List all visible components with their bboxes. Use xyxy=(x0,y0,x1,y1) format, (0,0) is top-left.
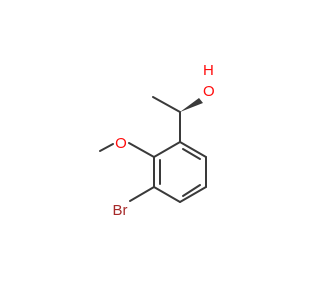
ring-bond-c1-c2 xyxy=(153,141,181,158)
bond-ring-to-methoxy-oxygen xyxy=(128,142,155,158)
bromine-label: Br xyxy=(113,202,128,219)
hydroxyl-oxygen-label: O xyxy=(203,83,215,100)
bond-chiral-carbon-to-methyl xyxy=(152,96,181,113)
structure-diagram: H O O Br xyxy=(99,62,215,219)
methoxy-group xyxy=(99,142,155,158)
hydroxyl-hydrogen-label: H xyxy=(203,62,214,79)
methoxy-oxygen-label: O xyxy=(115,135,127,152)
ring-bond-c6-c1 xyxy=(179,141,207,158)
ring-bond-c4-c5 xyxy=(179,186,207,203)
bond-methoxy-oxygen-to-methyl xyxy=(99,143,114,152)
ring-double-bond-c1-c6 xyxy=(182,148,201,160)
ring-bond-c3-c4 xyxy=(153,186,181,203)
ethanol-side-chain xyxy=(152,96,181,143)
benzene-ring xyxy=(153,141,207,203)
bond-ring-to-bromine xyxy=(129,186,155,202)
wedge-bond-to-hydroxyl xyxy=(180,98,203,112)
ring-double-bond-c4-c5 xyxy=(182,184,201,197)
